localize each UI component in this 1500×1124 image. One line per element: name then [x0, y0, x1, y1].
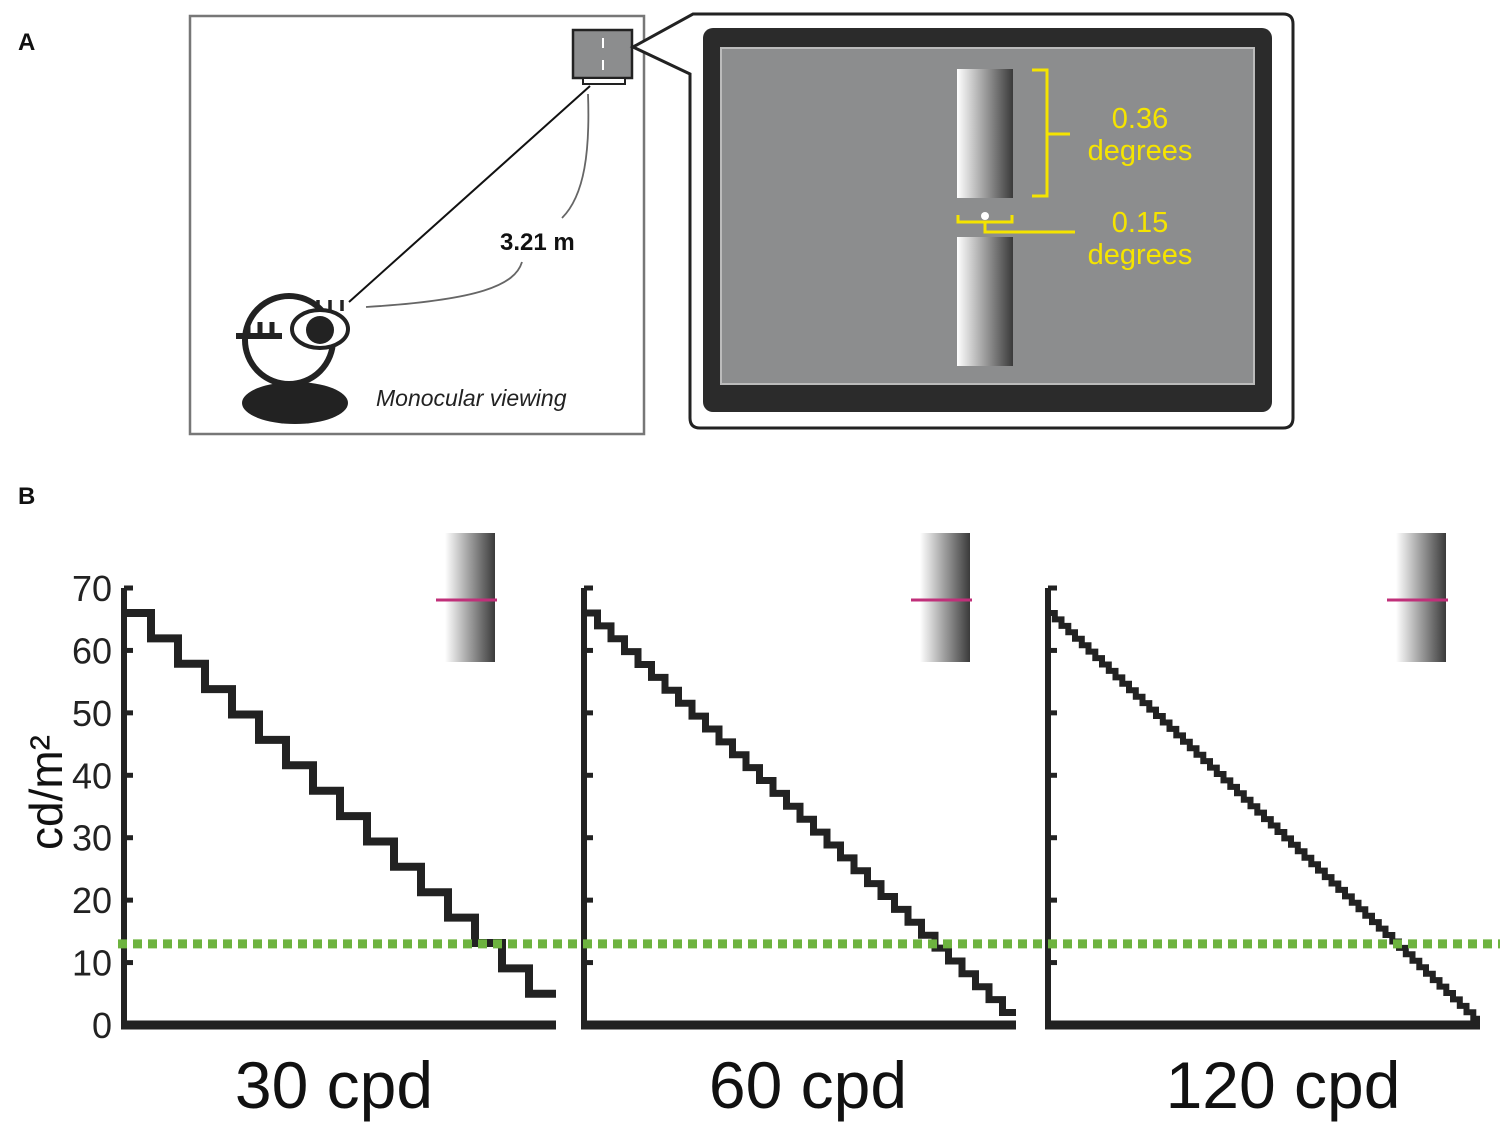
luminance-staircase	[1048, 610, 1480, 1022]
stimulus-thumbnail	[445, 533, 495, 662]
y-tick-label: 40	[72, 755, 112, 796]
height-unit-label: degrees	[1088, 135, 1193, 167]
gap-value-label: 0.15	[1112, 207, 1168, 239]
distance-curve-upper	[561, 93, 590, 219]
y-tick-label: 50	[72, 693, 112, 734]
gap-unit-label: degrees	[1088, 239, 1193, 271]
viewing-setup: 3.21 m Monocular viewing	[188, 14, 646, 436]
line-of-sight	[348, 85, 591, 303]
lower-stimulus-bar	[957, 237, 1013, 366]
staircase-charts	[121, 533, 1480, 1030]
chart-30-cpd	[121, 533, 556, 1030]
stimulus-thumbnail	[920, 533, 970, 662]
y-tick-label: 70	[72, 568, 112, 609]
stimulus-thumbnail	[1396, 533, 1446, 662]
x-label-30cpd: 30 cpd	[235, 1048, 433, 1122]
viewing-label: Monocular viewing	[376, 385, 567, 411]
height-value-label: 0.36	[1112, 103, 1168, 135]
luminance-staircase	[124, 609, 556, 998]
y-tick-label: 60	[72, 630, 112, 671]
y-tick-label: 0	[92, 1005, 112, 1046]
panel-b-label: B	[18, 483, 35, 510]
screen-callout: 0.36 degrees 0.15 degrees	[629, 12, 1295, 430]
x-label-120cpd: 120 cpd	[1166, 1048, 1401, 1122]
y-tick-label: 10	[72, 943, 112, 984]
x-label-60cpd: 60 cpd	[709, 1048, 907, 1122]
distance-curve-lower	[365, 261, 523, 308]
chart-60-cpd	[581, 533, 1016, 1030]
eye-icon	[290, 300, 350, 350]
distance-label: 3.21 m	[500, 229, 575, 256]
y-axis-label: cd/m²	[20, 735, 72, 850]
luminance-staircase	[584, 609, 1016, 1016]
small-monitor-icon	[571, 28, 634, 85]
y-tick-label: 20	[72, 880, 112, 921]
y-tick-labels: 0 10 20 30 40 50 60 70	[72, 568, 112, 1046]
panel-a-label: A	[18, 29, 35, 56]
chart-120-cpd	[1045, 533, 1480, 1030]
upper-stimulus-bar	[957, 69, 1013, 198]
fixation-dot	[981, 212, 989, 220]
y-tick-label: 30	[72, 818, 112, 859]
